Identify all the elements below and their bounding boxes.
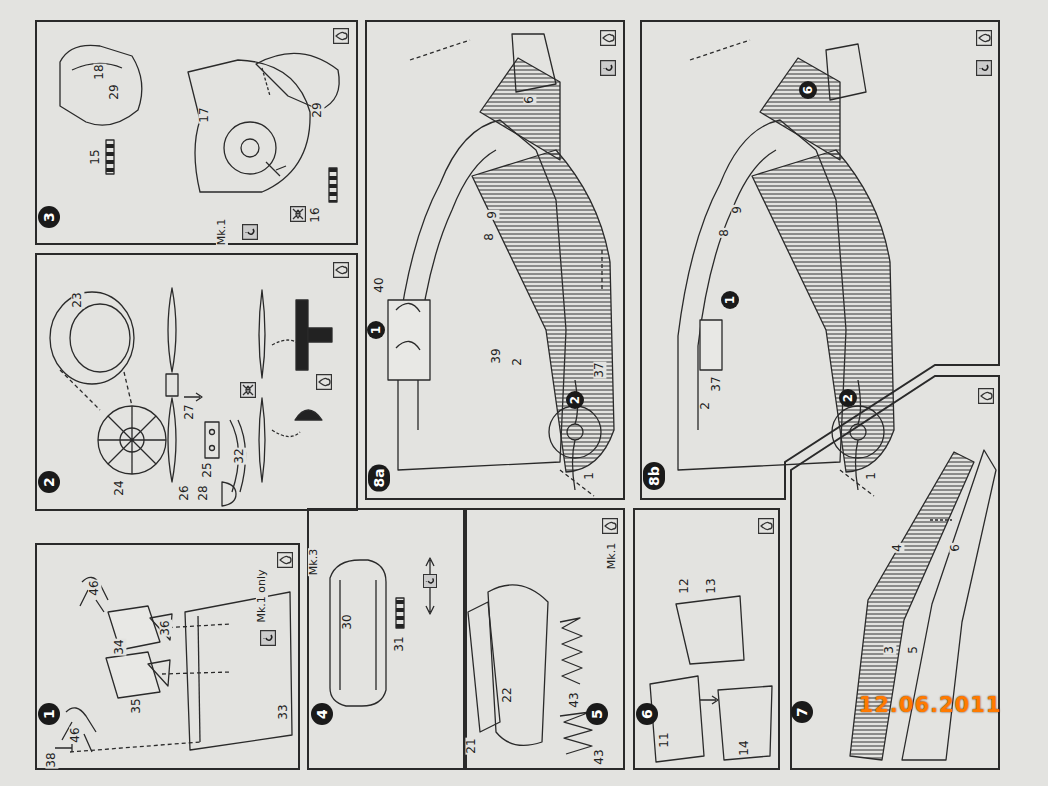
substep-number: 2 bbox=[839, 389, 857, 407]
variant-note: Mk.1 bbox=[606, 542, 618, 570]
callout-number: 21 bbox=[465, 737, 478, 754]
callout-number: 35 bbox=[130, 697, 143, 714]
callout-number: 5 bbox=[907, 645, 920, 655]
callout-number: 34 bbox=[113, 638, 126, 655]
step-number: 4 bbox=[311, 703, 333, 725]
callout-number: 1 bbox=[865, 471, 878, 481]
callout-number: 43 bbox=[593, 748, 606, 765]
callout-number: 37 bbox=[710, 375, 723, 392]
step-number: 8b bbox=[643, 462, 665, 490]
step-number: 6 bbox=[636, 703, 658, 725]
step-panel: 6 bbox=[633, 508, 780, 770]
step-panel: 4 bbox=[307, 508, 465, 770]
step-number: 1 bbox=[38, 703, 60, 725]
callout-number: 8 bbox=[483, 232, 496, 242]
step-number: 2 bbox=[38, 471, 60, 493]
substep-number: 6 bbox=[799, 81, 817, 99]
callout-number: 12 bbox=[678, 577, 691, 594]
callout-number: 2 bbox=[699, 401, 712, 411]
callout-number: 17 bbox=[198, 106, 211, 123]
callout-number: 9 bbox=[731, 205, 744, 215]
callout-number: 14 bbox=[738, 739, 751, 756]
substep-number: 2 bbox=[566, 391, 584, 409]
callout-number: 2 bbox=[511, 357, 524, 367]
date-stamp: 12.06.2011 bbox=[858, 693, 1003, 717]
callout-number: 22 bbox=[501, 686, 514, 703]
variant-note: Mk.1 bbox=[216, 218, 228, 246]
callout-number: 43 bbox=[568, 691, 581, 708]
step-number: 8a bbox=[368, 464, 390, 491]
step-panel: 5 bbox=[465, 508, 625, 770]
callout-number: 32 bbox=[233, 447, 246, 464]
callout-number: 29 bbox=[311, 101, 324, 118]
step-number: 3 bbox=[38, 206, 60, 228]
callout-number: 3 bbox=[883, 645, 896, 655]
panel-outline bbox=[640, 20, 1000, 500]
callout-number: 23 bbox=[71, 291, 84, 308]
callout-number: 24 bbox=[113, 479, 126, 496]
callout-number: 26 bbox=[178, 484, 191, 501]
callout-number: 18 bbox=[93, 63, 106, 80]
callout-number: 46 bbox=[88, 579, 101, 596]
callout-number: 31 bbox=[393, 635, 406, 652]
callout-number: 37 bbox=[593, 361, 606, 378]
callout-number: 27 bbox=[183, 403, 196, 420]
callout-number: 29 bbox=[108, 83, 121, 100]
callout-number: 9 bbox=[486, 210, 499, 220]
callout-number: 36 bbox=[159, 619, 172, 636]
callout-number: 38 bbox=[45, 751, 58, 768]
callout-number: 40 bbox=[373, 276, 386, 293]
substep-number: 1 bbox=[721, 291, 739, 309]
step-panel: 8a bbox=[365, 20, 625, 500]
callout-number: 16 bbox=[309, 206, 322, 223]
variant-note: Mk.3 bbox=[308, 548, 320, 576]
callout-number: 8 bbox=[718, 228, 731, 238]
variant-note: Mk.1 only bbox=[256, 568, 268, 623]
step-number: 5 bbox=[586, 703, 608, 725]
callout-number: 25 bbox=[201, 461, 214, 478]
step-panel: 8b bbox=[640, 20, 1000, 500]
callout-number: 11 bbox=[658, 731, 671, 748]
callout-number: 15 bbox=[89, 148, 102, 165]
substep-number: 1 bbox=[367, 321, 385, 339]
callout-number: 28 bbox=[197, 484, 210, 501]
callout-number: 6 bbox=[523, 95, 536, 105]
callout-number: 33 bbox=[277, 703, 290, 720]
callout-number: 39 bbox=[490, 347, 503, 364]
callout-number: 4 bbox=[891, 543, 904, 553]
callout-number: 30 bbox=[341, 613, 354, 630]
callout-number: 46 bbox=[69, 726, 82, 743]
step-number: 7 bbox=[791, 701, 813, 723]
callout-number: 6 bbox=[949, 543, 962, 553]
callout-number: 13 bbox=[705, 577, 718, 594]
callout-number: 1 bbox=[583, 471, 596, 481]
